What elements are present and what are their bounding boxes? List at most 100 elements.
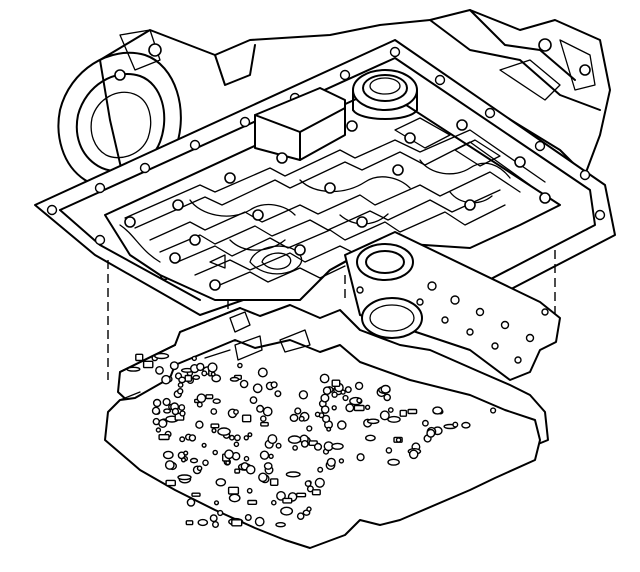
gasket-hole bbox=[245, 464, 256, 475]
gasket-hole bbox=[298, 390, 309, 400]
gasket-hole bbox=[178, 404, 186, 411]
gasket-slot bbox=[229, 376, 240, 382]
gasket-slot bbox=[212, 398, 221, 405]
gasket-hole bbox=[171, 407, 180, 416]
gasket-port bbox=[210, 423, 220, 429]
gasket-hole bbox=[239, 379, 249, 389]
gasket-hole bbox=[155, 365, 164, 375]
gasket-hole bbox=[294, 407, 302, 415]
gasket-hole bbox=[300, 439, 309, 448]
gasket-hole bbox=[268, 453, 274, 459]
gasket-slot bbox=[263, 462, 273, 470]
gasket-slot bbox=[387, 458, 400, 466]
gasket-hole bbox=[395, 437, 402, 443]
gasket-hole bbox=[258, 472, 268, 483]
gasket-hole bbox=[319, 373, 330, 384]
gasket-port bbox=[407, 408, 418, 415]
gasket-hole bbox=[207, 362, 218, 373]
gasket-port bbox=[282, 497, 293, 504]
gasket-hole bbox=[275, 442, 282, 449]
gasket-slot bbox=[228, 493, 241, 503]
gasket-slot bbox=[287, 435, 302, 444]
gasket-hole bbox=[210, 371, 216, 377]
gasket-slot bbox=[331, 442, 344, 450]
gasket-slot bbox=[387, 415, 401, 423]
gasket-hole bbox=[270, 381, 278, 389]
gasket-hole bbox=[383, 393, 392, 402]
gasket-port bbox=[353, 404, 365, 412]
gasket-hole bbox=[356, 397, 363, 404]
gasket-port bbox=[158, 434, 170, 441]
gasket-hole bbox=[191, 355, 198, 362]
gasket-hole bbox=[196, 362, 205, 372]
gasket-hole bbox=[196, 393, 207, 404]
gasket-slot bbox=[432, 406, 443, 415]
gasket-hole bbox=[164, 460, 175, 470]
gasket-hole bbox=[387, 407, 394, 413]
gasket-hole bbox=[237, 362, 243, 369]
gasket-port bbox=[227, 486, 240, 495]
gasket-slot bbox=[177, 474, 192, 481]
gasket-slot bbox=[280, 506, 294, 516]
gasket-hole bbox=[246, 487, 253, 494]
gasket-port bbox=[205, 394, 214, 400]
gasket-hole bbox=[211, 428, 217, 434]
gasket-hole bbox=[322, 414, 331, 423]
gasket-hole bbox=[356, 453, 365, 462]
gasket-hole bbox=[213, 500, 220, 506]
gasket-slot bbox=[189, 457, 199, 464]
gasket-hole bbox=[210, 408, 218, 415]
gasket-slot bbox=[192, 374, 201, 380]
gasket-hole bbox=[331, 405, 337, 411]
gasket-hole bbox=[217, 509, 224, 517]
gasket-slot bbox=[197, 518, 209, 527]
gasket-hole bbox=[188, 434, 197, 442]
gasket-hole bbox=[342, 394, 349, 402]
gasket-hole bbox=[326, 457, 336, 467]
gasket-hole bbox=[233, 441, 240, 448]
gasket-port bbox=[231, 519, 243, 527]
gasket-port bbox=[296, 492, 307, 498]
gasket-hole bbox=[243, 455, 250, 462]
gasket-hole bbox=[364, 404, 371, 410]
valve-body bbox=[104, 69, 561, 301]
gasket-slot bbox=[215, 478, 227, 487]
gasket-slot bbox=[461, 421, 471, 429]
gasket-hole bbox=[320, 393, 330, 403]
gasket-hole bbox=[151, 406, 161, 415]
gasket-hole bbox=[336, 420, 347, 430]
gasket-slot bbox=[364, 434, 376, 442]
gasket-hole bbox=[259, 415, 267, 423]
gasket-hole bbox=[452, 421, 459, 428]
gasket-slot bbox=[366, 418, 380, 425]
gasket-hole bbox=[298, 415, 305, 422]
gasket-port bbox=[184, 374, 193, 382]
gasket-hole bbox=[267, 434, 278, 445]
gasket-hole bbox=[244, 514, 252, 522]
gasket-slot bbox=[313, 442, 323, 451]
gasket-hole bbox=[155, 427, 162, 433]
gasket-hole bbox=[257, 367, 268, 378]
gasket-hole bbox=[322, 386, 332, 396]
gasket-hole bbox=[259, 450, 270, 460]
gasket-hole bbox=[228, 434, 235, 441]
gasket-hole bbox=[196, 465, 203, 472]
gasket-hole bbox=[158, 418, 168, 429]
gasket-slot bbox=[211, 374, 222, 383]
gasket-port bbox=[260, 421, 269, 427]
gasket-hole bbox=[256, 404, 265, 413]
gasket-hole bbox=[202, 459, 209, 467]
gasket-slot bbox=[162, 450, 174, 460]
gasket-hole bbox=[211, 521, 219, 529]
gasket-port bbox=[135, 353, 144, 362]
gasket-hole bbox=[326, 426, 332, 432]
gasket-hole bbox=[304, 480, 312, 487]
gasket-hole bbox=[252, 383, 263, 394]
spacer-plate bbox=[344, 231, 561, 381]
gasket-hole bbox=[274, 390, 282, 398]
gasket-port bbox=[331, 379, 341, 388]
gasket-stack-edges bbox=[119, 307, 401, 373]
gasket-hole bbox=[421, 419, 429, 427]
gasket-hole bbox=[162, 397, 171, 407]
